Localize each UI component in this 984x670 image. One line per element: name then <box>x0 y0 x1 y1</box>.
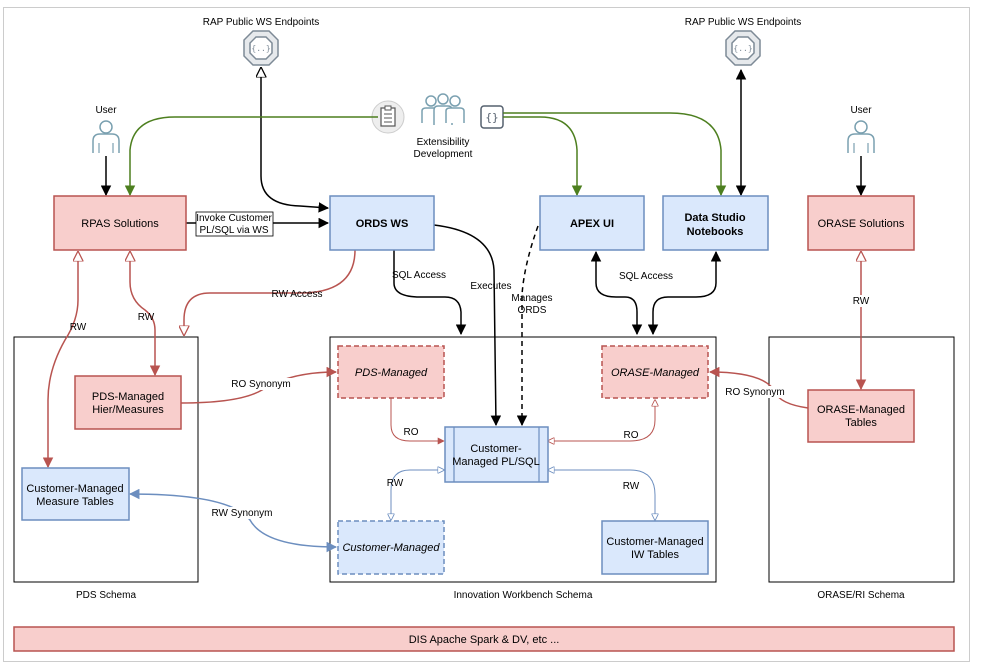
rw-rpas-measure-label: RW <box>70 322 87 333</box>
user-icon <box>847 120 875 153</box>
orase-schema-label: ORASE/RI Schema <box>817 590 905 601</box>
diagram-frame <box>3 7 970 662</box>
sql-access-right-label: SQL Access <box>619 271 673 282</box>
data-studio-label-line2: Notebooks <box>687 226 744 238</box>
orase-tables-label-line2: Tables <box>845 417 877 429</box>
customer-measure-label-line1: Customer-Managed <box>26 483 123 495</box>
rw-orase-label: RW <box>853 296 870 307</box>
edge-rpas-rw-measure <box>48 252 78 467</box>
pds-hier-label-line2: Hier/Measures <box>92 404 164 416</box>
invoke-label-box <box>195 211 274 237</box>
orase-managed-box[interactable]: ORASE-Managed <box>601 345 709 399</box>
data-studio-box[interactable]: Data Studio Notebooks <box>662 195 769 251</box>
user-icon <box>92 120 120 153</box>
customer-plsql-box[interactable]: Customer- Managed PL/SQL <box>444 426 549 483</box>
edge-ords-rw-access <box>184 249 356 335</box>
edge-ext-apex <box>503 116 583 197</box>
rw-left-label: RW <box>387 478 404 489</box>
customer-measure-box[interactable]: Customer-Managed Measure Tables <box>21 467 130 521</box>
iw-schema-label: Innovation Workbench Schema <box>454 590 593 601</box>
orase-solutions-box[interactable]: ORASE Solutions <box>807 195 915 251</box>
pds-managed-label: PDS-Managed <box>355 367 428 379</box>
edge-rpas-rw-pds <box>130 252 155 375</box>
orase-managed-label: ORASE-Managed <box>611 367 700 379</box>
rpas-solutions-box[interactable]: RPAS Solutions <box>53 195 187 251</box>
edge-endpoint-ords <box>261 68 328 208</box>
pds-hier-box[interactable]: PDS-Managed Hier/Measures <box>74 375 182 430</box>
edge-ext-studio <box>503 112 727 197</box>
extensibility-label-line2: Development <box>414 149 473 160</box>
customer-iw-label-line2: IW Tables <box>631 549 680 561</box>
manages-label-line2: ORDS <box>518 305 547 316</box>
team-icon <box>421 93 465 125</box>
dis-bar[interactable]: DIS Apache Spark & DV, etc ... <box>13 626 955 652</box>
edge-ro-left <box>390 398 445 445</box>
orase-solutions-label: ORASE Solutions <box>818 218 905 230</box>
edge-rw-synonym <box>128 488 338 553</box>
edge-studio-sql-access <box>647 250 722 336</box>
edge-apex-sql-access <box>590 250 643 336</box>
svg-text:{..}: {..} <box>251 44 270 53</box>
apex-ui-box[interactable]: APEX UI <box>539 195 645 251</box>
clipboard-icon <box>371 100 405 134</box>
edge-rw-left <box>391 470 444 520</box>
customer-plsql-label-line1: Customer- <box>470 443 522 455</box>
edge-ext-rpas <box>124 116 378 197</box>
orase-tables-box[interactable]: ORASE-Managed Tables <box>807 389 915 443</box>
edge-ro-synonym-left <box>180 366 338 404</box>
invoke-label-line1: Invoke Customer <box>196 213 272 224</box>
rw-orase-label-bg <box>852 295 870 307</box>
rw-access-label: RW Access <box>272 289 323 300</box>
manages-label-line1: Manages <box>511 293 552 304</box>
rw-synonym-label: RW Synonym <box>212 508 273 519</box>
ords-ws-label: ORDS WS <box>356 218 409 230</box>
rw-synonym-bg <box>209 507 275 519</box>
ro-synonym-right-label: RO Synonym <box>725 387 784 398</box>
customer-plsql-label-line2: Managed PL/SQL <box>452 456 539 468</box>
shield-endpoint-icon: {..} <box>243 30 279 66</box>
ords-ws-box[interactable]: ORDS WS <box>329 195 435 251</box>
rw-rpas-pds-label: RW <box>138 312 155 323</box>
ro-synonym-left-label: RO Synonym <box>231 379 290 390</box>
ro-right-label: RO <box>624 430 639 441</box>
edge-ro-right <box>548 400 655 441</box>
ro-synonym-left-bg <box>228 378 294 390</box>
ro-left-label: RO <box>404 427 419 438</box>
pds-schema-container <box>13 336 199 583</box>
pds-managed-box[interactable]: PDS-Managed <box>337 345 445 399</box>
customer-measure-label-line2: Measure Tables <box>36 496 114 508</box>
extensibility-label-line1: Extensibility <box>417 137 470 148</box>
edge-ords-sql-access <box>393 250 467 336</box>
orase-tables-label-line1: ORASE-Managed <box>817 404 905 416</box>
invoke-label-line2: PL/SQL via WS <box>199 225 268 236</box>
pds-hier-label-line1: PDS-Managed <box>92 391 164 403</box>
apex-ui-label: APEX UI <box>570 218 614 230</box>
rpas-solutions-label: RPAS Solutions <box>81 218 159 230</box>
customer-managed-label: Customer-Managed <box>342 542 440 554</box>
left-endpoints-label: RAP Public WS Endpoints <box>203 17 320 28</box>
left-user-label: User <box>95 105 117 116</box>
edge-rw-right <box>548 470 655 520</box>
ro-synonym-right-bg <box>722 386 788 398</box>
shield-endpoint-icon: {..} <box>725 30 761 66</box>
right-user-label: User <box>850 105 872 116</box>
rw-right-label: RW <box>623 481 640 492</box>
svg-text:{}: {} <box>485 111 498 124</box>
data-studio-label-line1: Data Studio <box>684 212 745 224</box>
dis-label: DIS Apache Spark & DV, etc ... <box>409 634 560 646</box>
svg-text:{..}: {..} <box>733 44 752 53</box>
customer-iw-box[interactable]: Customer-Managed IW Tables <box>601 520 709 575</box>
right-endpoints-label: RAP Public WS Endpoints <box>685 17 802 28</box>
customer-iw-label-line1: Customer-Managed <box>606 536 703 548</box>
code-icon: {} <box>480 105 504 129</box>
customer-managed-box[interactable]: Customer-Managed <box>337 520 445 575</box>
executes-label: Executes <box>470 281 511 292</box>
sql-access-left-label: SQL Access <box>392 270 446 281</box>
edge-ords-executes <box>433 224 502 427</box>
pds-schema-label: PDS Schema <box>76 590 136 601</box>
